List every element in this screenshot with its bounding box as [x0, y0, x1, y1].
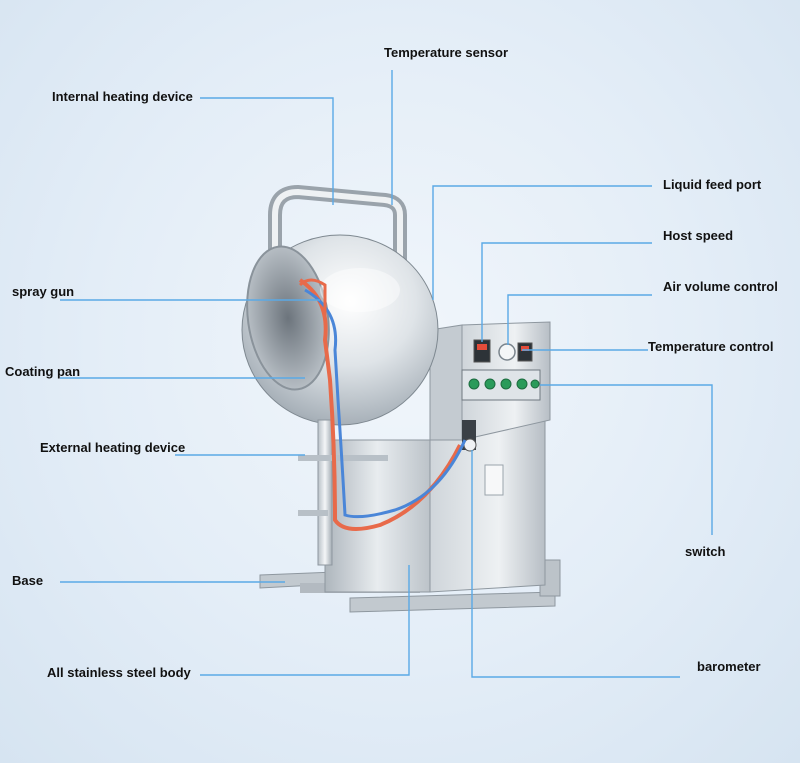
- air-liquid-tubes: [298, 278, 467, 531]
- leader-liquid-feed: [432, 185, 652, 300]
- label-base: Base: [12, 573, 44, 588]
- label-all-stainless-steel-body: All stainless steel body: [47, 665, 191, 680]
- label-liquid-feed-port: Liquid feed port: [663, 177, 762, 192]
- heating-arm: [268, 184, 407, 337]
- label-external-heating-device: External heating device: [40, 440, 186, 455]
- label-coating-pan: Coating pan: [5, 364, 81, 379]
- leader-barometer: [471, 450, 680, 678]
- label-spray-gun: spray gun: [12, 284, 75, 299]
- label-temperature-control: Temperature control: [648, 339, 774, 354]
- leader-switch: [540, 384, 713, 535]
- label-host-speed: Host speed: [663, 228, 734, 243]
- label-barometer: barometer: [697, 659, 761, 674]
- leader-body: [200, 565, 410, 676]
- lower-housing: [324, 419, 546, 593]
- label-temperature-sensor: Temperature sensor: [384, 45, 509, 60]
- leader-lines: [60, 70, 713, 678]
- label-switch: switch: [685, 544, 726, 559]
- control-cabinet: [429, 321, 551, 496]
- label-air-volume-control: Air volume control: [663, 279, 778, 294]
- label-internal-heating-device: Internal heating device: [52, 89, 193, 104]
- leader-host-speed: [481, 242, 652, 342]
- leader-air-volume: [507, 294, 652, 345]
- leader-internal-heating: [200, 97, 334, 205]
